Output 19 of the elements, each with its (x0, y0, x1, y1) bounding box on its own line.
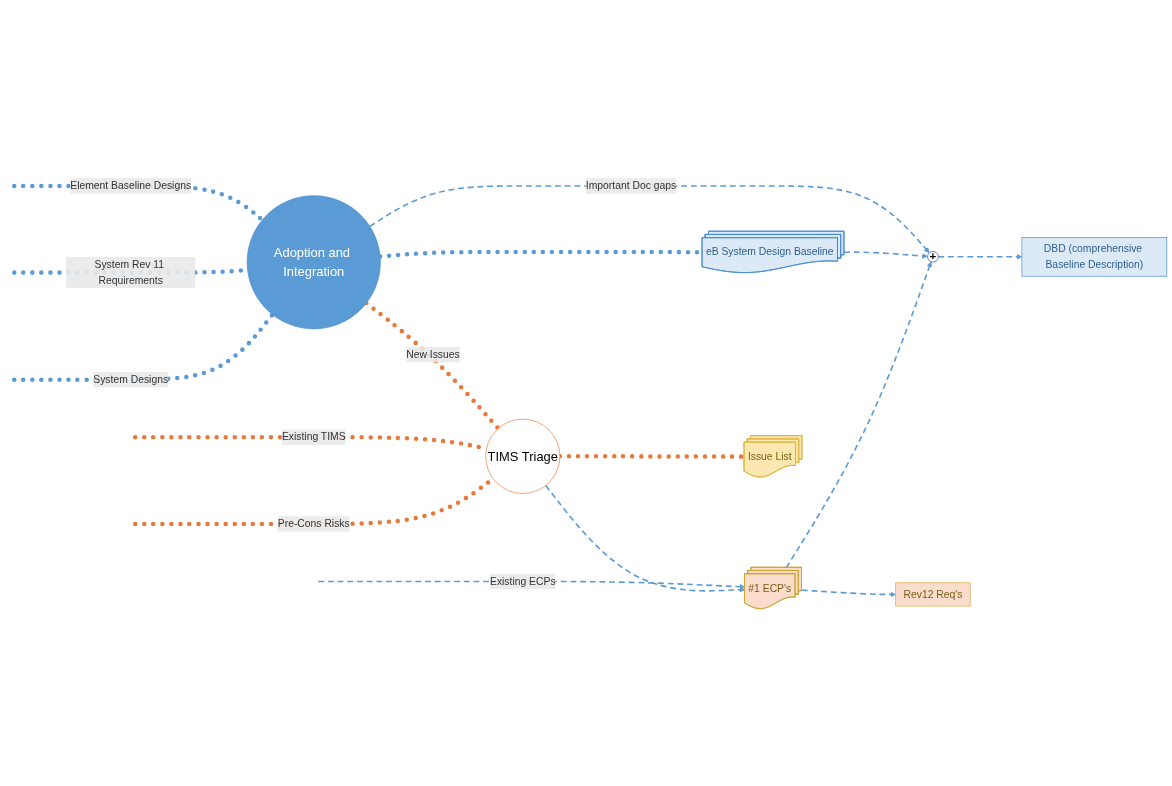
edge-label: System Designs (93, 373, 169, 385)
edge-label: System Rev 11 Requirements (94, 258, 164, 286)
node-box: DBD (comprehensive Baseline Description) (1021, 236, 1168, 277)
edge-label: New Issues (406, 348, 460, 360)
arrow (937, 253, 1023, 260)
edge-label: Existing TIMS (281, 431, 346, 442)
arrow (785, 261, 933, 568)
connector (364, 300, 501, 431)
edge-label: Existing ECPs (489, 575, 556, 587)
node-box: Rev12 Req's (895, 582, 971, 606)
edge-label: Pre-Cons Risks (277, 517, 350, 529)
edge-label: Element Baseline Designs (70, 179, 192, 191)
node-circle: TIMS Triage (485, 418, 561, 494)
arrow (801, 588, 896, 597)
edge-label: Important Doc gaps (585, 179, 677, 191)
node-circle: + (927, 250, 939, 262)
arrow (544, 484, 746, 593)
node-circle: Adoption and Integration (246, 194, 381, 329)
arrow (843, 250, 928, 259)
